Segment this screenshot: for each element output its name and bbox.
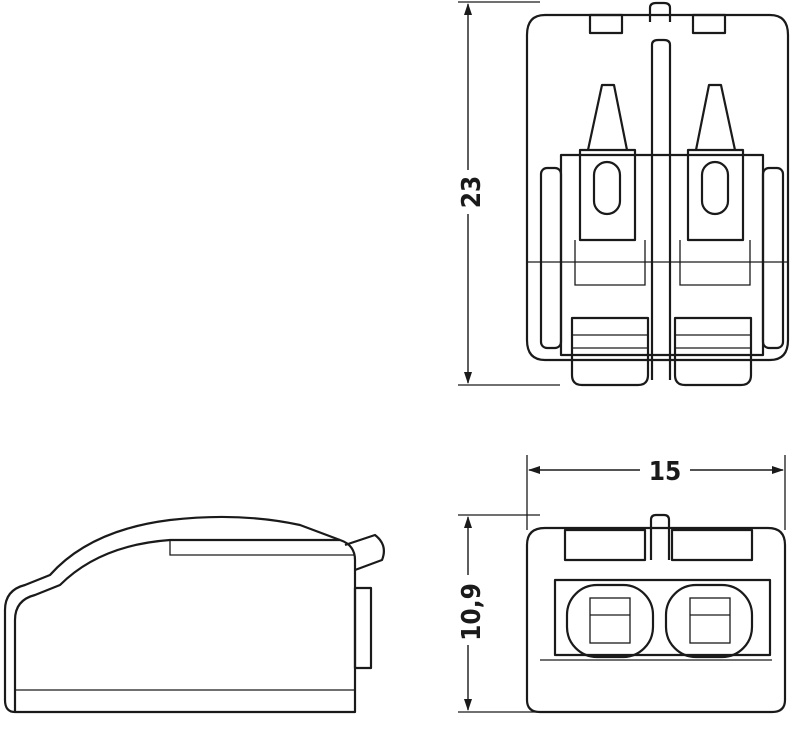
dimension-height: 10,9 <box>455 514 540 713</box>
front-view <box>525 513 787 714</box>
dimension-height-label: 10,9 <box>457 583 487 641</box>
dimension-width-label: 15 <box>649 457 682 487</box>
dimension-length: 23 <box>455 1 560 386</box>
dimension-width: 15 <box>526 455 786 530</box>
dimension-length-label: 23 <box>457 176 487 209</box>
top-view <box>525 1 790 387</box>
side-view <box>3 515 385 714</box>
